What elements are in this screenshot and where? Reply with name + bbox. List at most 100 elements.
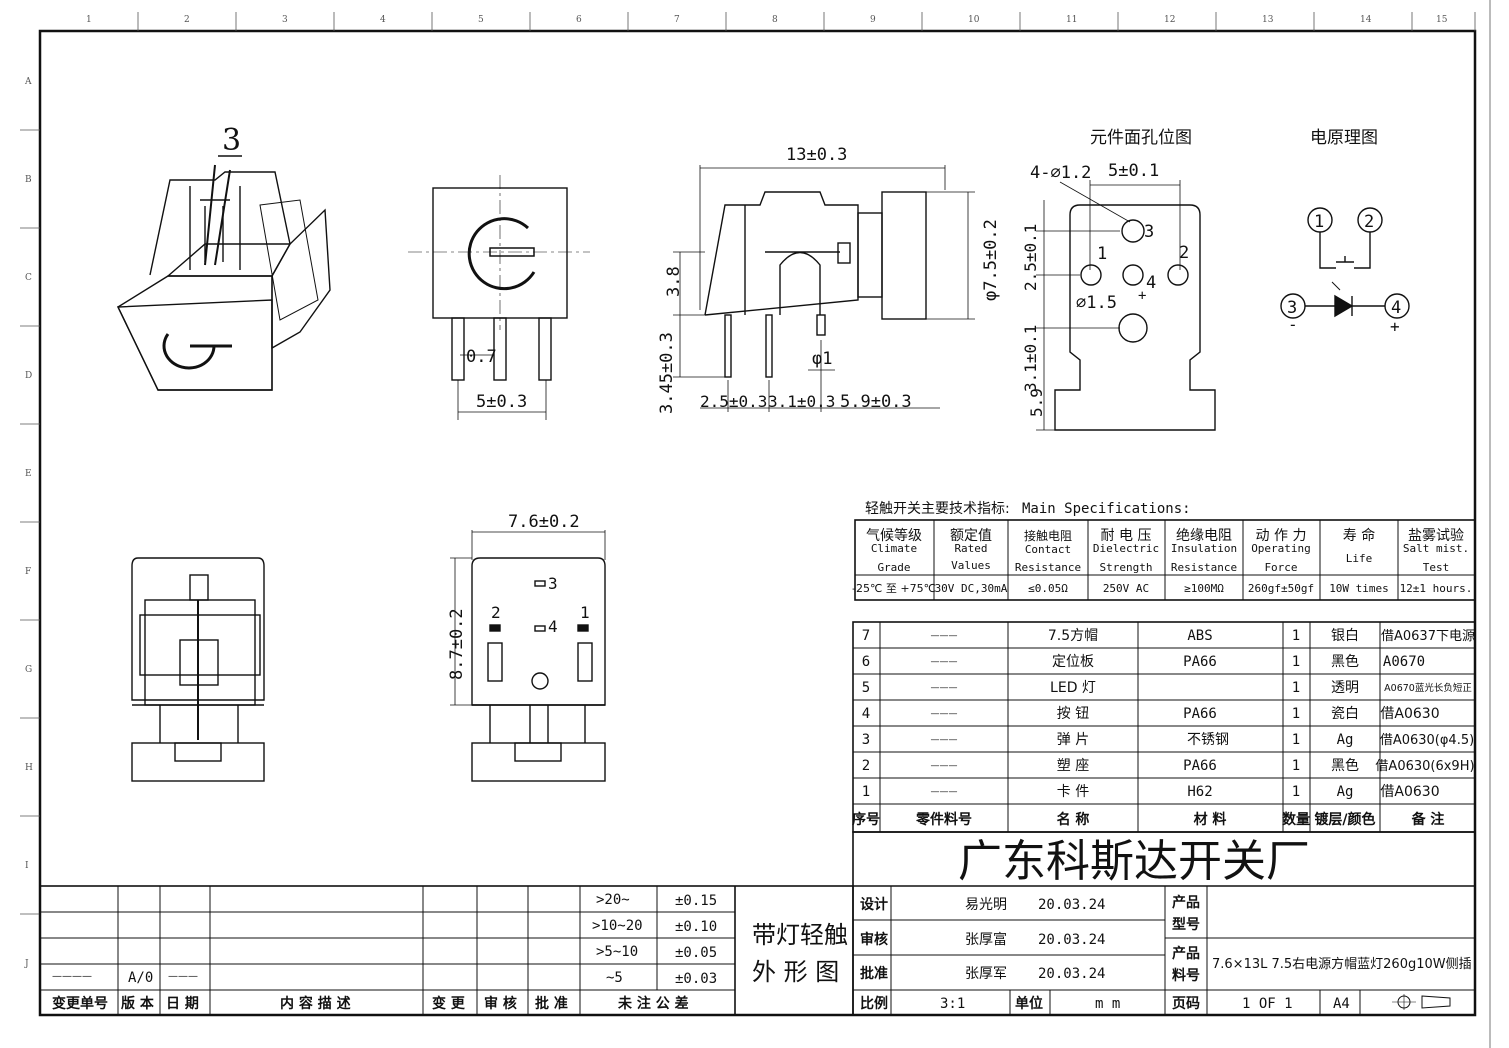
bom-qty: 1: [1292, 758, 1300, 774]
bom-material: 不锈钢: [1187, 732, 1229, 748]
spec-en1-2: Contact: [1025, 543, 1071, 556]
side-p1: 2.5±0.3: [700, 392, 767, 411]
bom-header-row: 序号 零件料号 名 称 材 料 数量 镀层/颜色 备 注: [852, 811, 1444, 828]
spec-en1-0: Climate: [871, 542, 917, 555]
spec-val-2: ≤0.05Ω: [1028, 582, 1068, 595]
bom-material: PA66: [1183, 654, 1217, 670]
top-view: 0.7 5±0.3: [408, 175, 590, 420]
bom-part: ———: [931, 683, 958, 693]
zone-labels: 1 2 3 4 5 6 7 8 9 10 11 12 13 14 15 A B …: [24, 15, 1448, 969]
spec-en2-5: Force: [1264, 561, 1297, 574]
bom-h-name: 名 称: [1057, 811, 1090, 828]
bom-note: 借A0637下电源: [1381, 629, 1475, 644]
bom-qty: 1: [1292, 628, 1300, 644]
h-date: 日 期: [166, 996, 199, 1012]
sch-c4: 4: [1391, 298, 1401, 318]
sch-plus: +: [1390, 317, 1400, 336]
spec-cn-5: 动 作 力: [1256, 528, 1307, 544]
tol-value-2: ±0.05: [675, 945, 717, 961]
spec-val-7: 12±1 hours.: [1400, 582, 1473, 595]
spec-val-3: 250V AC: [1103, 582, 1149, 595]
drawing-title-1: 带灯轻触: [752, 921, 848, 949]
front-view: 7.6±0.2 3 4 2 1 8.7±0.2: [447, 512, 606, 782]
sch-minus: -: [1288, 315, 1298, 334]
page-label: 页码: [1172, 996, 1200, 1012]
side-h1: 3.8: [664, 266, 684, 297]
hole-n2: 2: [1179, 243, 1189, 263]
hole-plus: +: [1138, 288, 1146, 304]
hole-n1: 1: [1097, 244, 1107, 264]
spec-val-4: ≥100MΩ: [1184, 582, 1224, 595]
spec-title-en: Main Specifications:: [1022, 501, 1191, 517]
bom-qty: 1: [1292, 732, 1300, 748]
design-name: 易光明: [965, 897, 1007, 913]
spec-val-0: -25℃ 至 +75℃: [852, 582, 936, 595]
bom-h-note: 备 注: [1411, 811, 1445, 828]
hole-v1: 2.5±0.1: [1021, 224, 1040, 291]
spec-title-cn: 轻触开关主要技术指标:: [865, 501, 1010, 517]
bom-h-finish: 镀层/颜色: [1314, 811, 1375, 828]
hole-n4: 4: [1146, 273, 1156, 293]
row-J: J: [24, 959, 29, 969]
sch-c2: 2: [1364, 212, 1374, 232]
bom-name: LED 灯: [1050, 680, 1096, 696]
h-version: 版 本: [121, 995, 155, 1012]
col-7: 7: [674, 15, 680, 25]
bom-qty: 1: [1292, 654, 1300, 670]
zone-ticks: [20, 0, 1491, 1048]
side-h2: 3.45±0.3: [657, 332, 677, 414]
hole-n3: 3: [1144, 222, 1154, 242]
bom-material: H62: [1187, 784, 1212, 800]
revision-text: >20~ ±0.15 >10~20 ±0.10 >5~10 ±0.05 ~5 ±…: [52, 892, 848, 1012]
iso-label: 3: [222, 123, 241, 158]
bom-note: 借A0630: [1380, 784, 1439, 800]
col-13: 13: [1262, 15, 1274, 25]
bom-note: 借A0630: [1380, 706, 1439, 722]
bom-no: 3: [862, 732, 870, 748]
bom-row-2: 2 ——— 塑 座 PA66 1 黑色 借A0630(6x9H): [862, 757, 1475, 774]
spec-cells: 气候等级 Climate Grade -25℃ 至 +75℃ 额定值 Rated…: [852, 527, 1472, 595]
review-label: 审核: [860, 931, 888, 948]
col-6: 6: [576, 15, 582, 25]
col-8: 8: [772, 15, 778, 25]
bom-name: 按 钮: [1057, 706, 1089, 722]
scale-value: 3:1: [940, 996, 965, 1012]
spec-table: 轻触开关主要技术指标: Main Specifications:: [854, 501, 1476, 601]
spec-en2-0: Grade: [877, 561, 910, 574]
front-pin3: 3: [548, 574, 558, 593]
company-name: 广东科斯达开关厂: [958, 836, 1310, 887]
spec-val-1: 30V DC,30mA: [935, 582, 1008, 595]
tol-range-3: ~5: [606, 970, 623, 986]
model-label-1: 产品: [1172, 894, 1200, 911]
row-F: F: [25, 567, 31, 577]
spec-cn-3: 耐 电 压: [1101, 528, 1152, 544]
hole-layout-view: 元件面孔位图 4-∅1.2 5±0.1 1 2 3 4 + ∅1.5 2.5±0…: [1021, 128, 1216, 431]
row-B: B: [25, 175, 32, 185]
side-p3: 5.9±0.3: [840, 392, 912, 412]
bom-name: 7.5方帽: [1048, 628, 1098, 644]
row-E: E: [25, 469, 32, 479]
row-G: G: [25, 665, 32, 675]
bom-part: ———: [931, 787, 958, 797]
bom-row-4: 4 ——— 按 钮 PA66 1 瓷白 借A0630: [862, 706, 1440, 722]
bom-qty: 1: [1292, 706, 1300, 722]
spec-cn-4: 绝缘电阻: [1176, 528, 1232, 544]
col-14: 14: [1360, 15, 1372, 25]
tol-range-2: >5~10: [596, 944, 638, 960]
sch-c1: 1: [1314, 212, 1324, 232]
bom-row-3: 3 ——— 弹 片 不锈钢 1 Ag 借A0630(φ4.5): [862, 732, 1474, 748]
h-change-no: 变更单号: [52, 995, 108, 1012]
sch-c3: 3: [1287, 298, 1297, 318]
bom-name: 卡 件: [1057, 784, 1089, 800]
top-pin-pitch: 5±0.3: [476, 392, 527, 412]
hole-large-label: ∅1.5: [1076, 293, 1117, 313]
bom-finish: 黑色: [1331, 757, 1359, 774]
bom-note: 借A0630(φ4.5): [1380, 733, 1474, 748]
col-9: 9: [870, 15, 876, 25]
side-view: 13±0.3 3.8 3.45±0.3 φ7.5±0.2 φ1 2.5±0.3 …: [657, 145, 1001, 414]
h-tol: 未 注 公 差: [618, 995, 689, 1012]
spec-en1-6: Life: [1346, 552, 1373, 565]
rev-line: ————: [52, 971, 92, 982]
schematic-title: 电原理图: [1310, 128, 1378, 148]
